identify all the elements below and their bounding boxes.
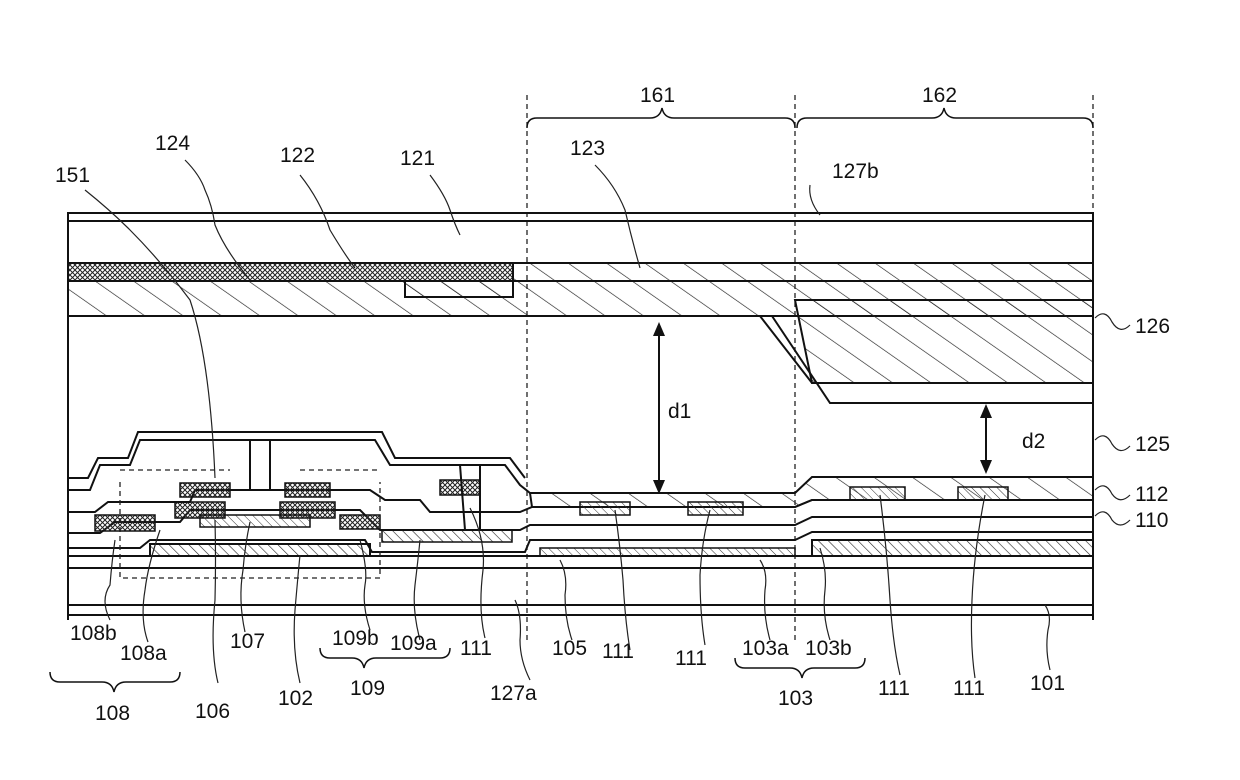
label-122: 122 <box>280 144 315 167</box>
label-161: 161 <box>640 84 675 107</box>
label-102: 102 <box>278 687 313 710</box>
label-109a: 109a <box>390 632 437 655</box>
label-125: 125 <box>1135 433 1170 456</box>
label-111-left: 111 <box>460 637 492 660</box>
label-107: 107 <box>230 630 265 653</box>
label-103: 103 <box>778 687 813 710</box>
label-162: 162 <box>922 84 957 107</box>
label-110: 110 <box>1135 509 1168 532</box>
label-103b: 103b <box>805 637 852 660</box>
label-106: 106 <box>195 700 230 723</box>
label-108b: 108b <box>70 622 117 645</box>
label-127b: 127b <box>832 160 879 183</box>
label-112: 112 <box>1135 483 1168 506</box>
label-103a: 103a <box>742 637 789 660</box>
label-111-right1: 111 <box>878 677 910 700</box>
label-121: 121 <box>400 147 435 170</box>
label-105: 105 <box>552 637 587 660</box>
label-124: 124 <box>155 132 190 155</box>
label-111-mid1: 111 <box>602 640 634 663</box>
label-126: 126 <box>1135 315 1170 338</box>
label-101: 101 <box>1030 672 1065 695</box>
label-127a: 127a <box>490 682 537 705</box>
label-111-right2: 111 <box>953 677 985 700</box>
counter-substrate-stack <box>68 213 1093 620</box>
reference-labels: 161 162 124 122 121 123 127b 151 126 d1 … <box>55 84 1170 725</box>
tft-substrate-stack <box>68 432 1093 615</box>
label-109b: 109b <box>332 627 379 650</box>
label-108: 108 <box>95 702 130 725</box>
label-d2: d2 <box>1022 430 1045 453</box>
label-108a: 108a <box>120 642 167 665</box>
label-d1: d1 <box>668 400 691 423</box>
label-151: 151 <box>55 164 90 187</box>
label-111-mid2: 111 <box>675 647 707 670</box>
label-123: 123 <box>570 137 605 160</box>
label-109: 109 <box>350 677 385 700</box>
